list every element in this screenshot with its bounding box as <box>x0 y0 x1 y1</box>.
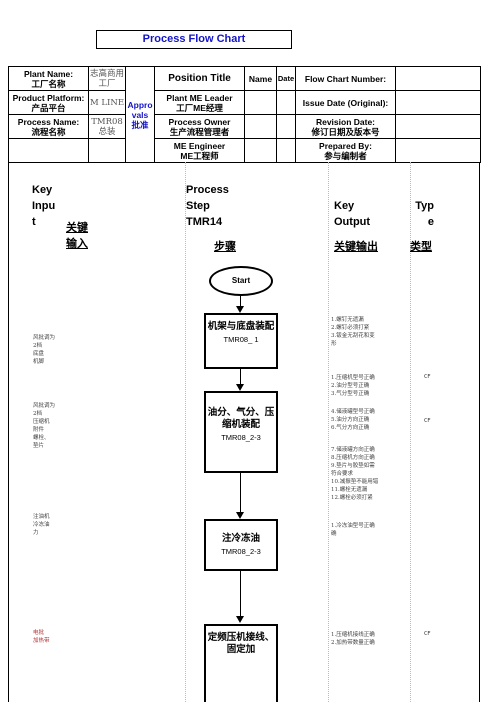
me-engineer-name <box>244 138 277 163</box>
connector-line <box>240 473 241 513</box>
product-platform-value: M LINE <box>88 90 126 115</box>
issue-date-value <box>395 90 481 115</box>
step-code: TMR08_2-3 <box>221 547 261 556</box>
process-step-heading-cn: 步骤 <box>214 241 236 253</box>
process-step-oil-fill: 注冷冻油 TMR08_2-3 <box>204 519 278 571</box>
flow-chart-number-value <box>395 66 481 91</box>
step-title: 油分、气分、压缩机装配 <box>207 407 275 430</box>
prepared-by-label: Prepared By:参与编制者 <box>295 138 396 163</box>
key-output-heading: Key Output <box>334 200 371 228</box>
column-divider <box>328 162 329 702</box>
arrow-icon <box>236 512 244 519</box>
revision-date-label: Revision Date:修订日期及版本号 <box>295 114 396 139</box>
step-title: 定频压机接线、固定加 <box>207 632 275 655</box>
step-code: TMR08_ 1 <box>223 335 259 344</box>
key-input-notes: 电批加热带 <box>33 630 50 644</box>
plant-me-leader-name <box>244 90 277 115</box>
arrow-icon <box>236 306 244 313</box>
column-divider <box>410 162 411 702</box>
process-owner-date <box>276 114 296 139</box>
process-step-wiring: 定频压机接线、固定加 <box>204 624 278 702</box>
process-step-compressor: 油分、气分、压缩机装配 TMR08_2-3 <box>204 391 278 473</box>
step-code: TMR08_2-3 <box>221 433 261 442</box>
type-heading-cn: 类型 <box>410 241 432 253</box>
type-badge: CF <box>424 374 431 380</box>
type-badge: CF <box>424 418 431 424</box>
process-step-frame-chassis: 机架与底盘装配 TMR08_ 1 <box>204 313 278 369</box>
connector-line <box>240 296 241 307</box>
process-step-heading: Process Step TMR14 <box>186 184 229 228</box>
process-name-label: Process Name:流程名称 <box>8 114 89 139</box>
prepared-by-value <box>395 138 481 163</box>
name-header: Name <box>244 66 277 91</box>
start-terminal: Start <box>209 266 273 296</box>
key-input-heading-cn: 关键输入 <box>66 222 88 250</box>
plant-me-leader-date <box>276 90 296 115</box>
step-title: 机架与底盘装配 <box>207 321 275 332</box>
connector-line <box>240 571 241 617</box>
arrow-icon <box>236 616 244 623</box>
date-header: Date <box>276 66 296 91</box>
process-owner-name <box>244 114 277 139</box>
column-divider <box>185 162 186 702</box>
product-platform-label: Product Platform:产品平台 <box>8 90 89 115</box>
revision-date-value <box>395 114 481 139</box>
empty-cell <box>8 138 89 163</box>
issue-date-label: Issue Date (Original): <box>295 90 396 115</box>
plant-name-label: Plant Name:工厂名称 <box>8 66 89 91</box>
flow-chart-number-label: Flow Chart Number: <box>295 66 396 91</box>
key-input-heading: Key Inpu t <box>32 184 56 228</box>
me-engineer-date <box>276 138 296 163</box>
connector-line <box>240 369 241 385</box>
position-title-header: Position Title <box>154 66 245 91</box>
key-output-heading-cn: 关键输出 <box>334 241 378 253</box>
type-badge: CF <box>424 631 431 637</box>
empty-cell <box>88 138 126 163</box>
plant-name-value: 志高商用工厂 <box>88 66 126 91</box>
process-name-value: TMR08总装 <box>88 114 126 139</box>
arrow-icon <box>236 384 244 391</box>
key-input-notes: 注油机冷冻油力 <box>33 514 50 536</box>
type-heading: Typ e <box>415 200 434 228</box>
step-title: 注冷冻油 <box>221 533 260 544</box>
document-title: Process Flow Chart <box>96 30 292 49</box>
flow-area <box>8 162 480 702</box>
key-output-notes: 1.冷冻油型号正确确 <box>331 523 375 537</box>
